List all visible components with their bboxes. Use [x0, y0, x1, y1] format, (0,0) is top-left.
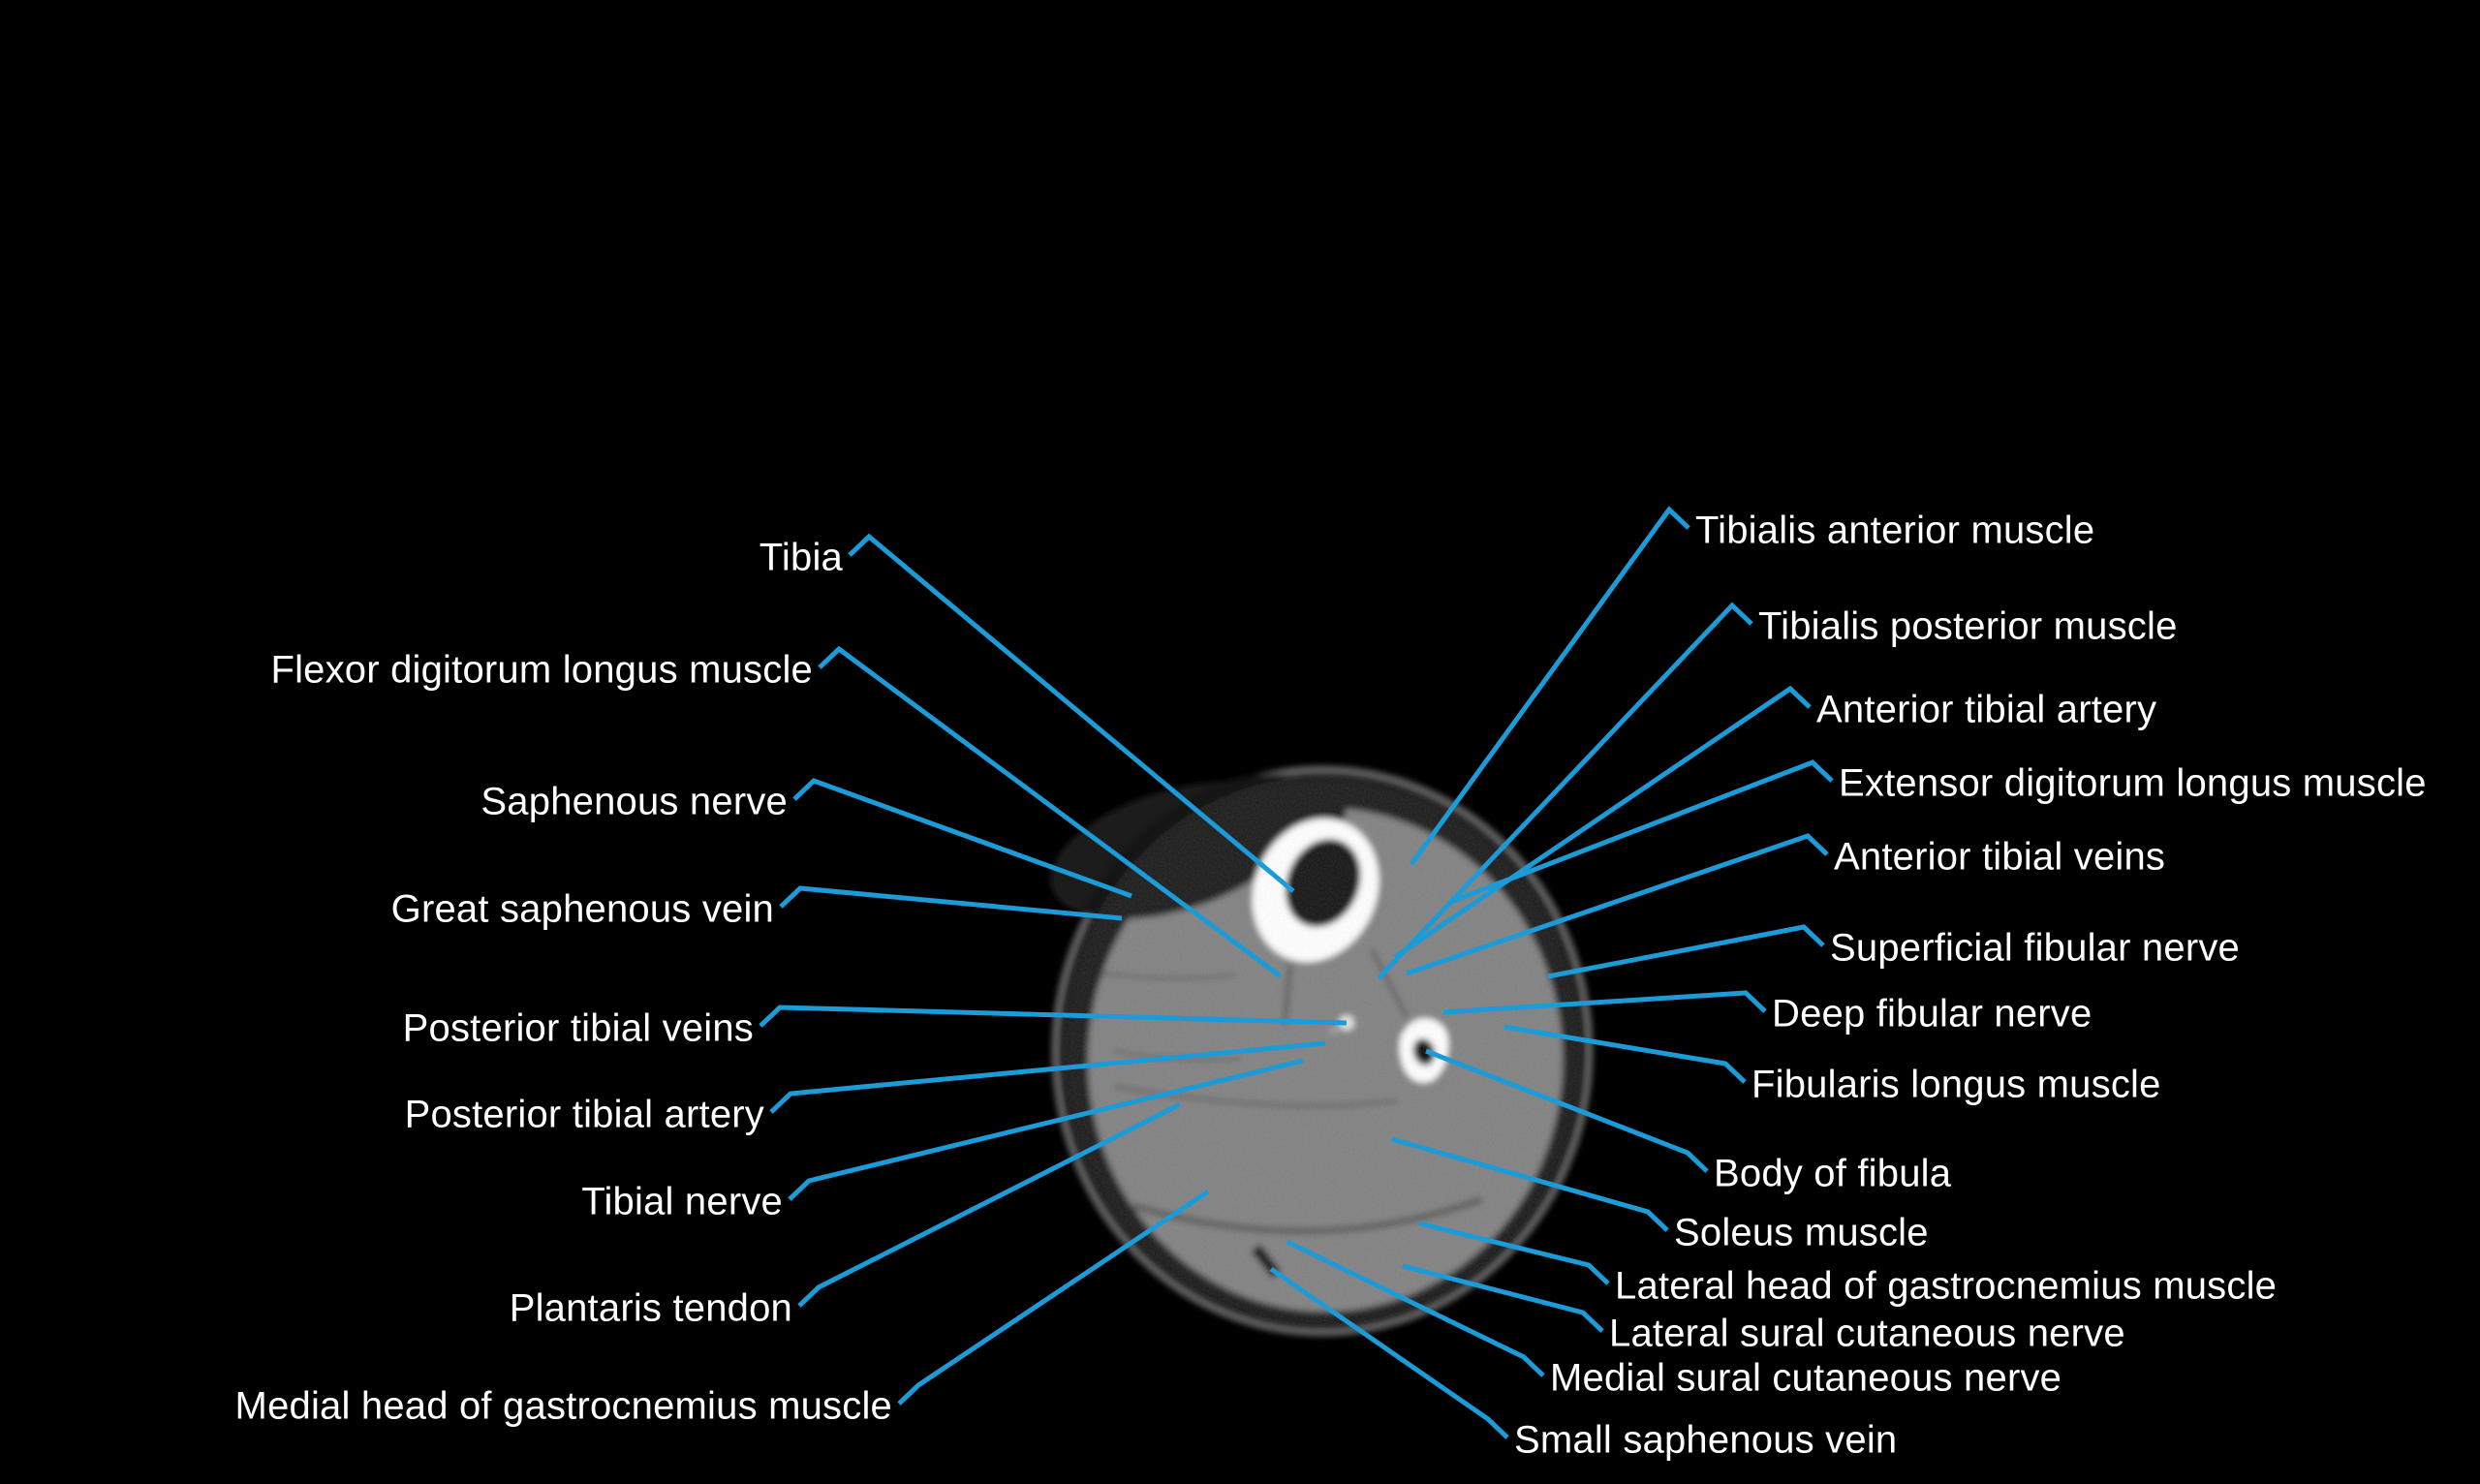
leader-flexor-digitorum-longus-muscle	[818, 645, 1283, 979]
label-text: Great saphenous vein	[390, 887, 774, 931]
leader-saphenous-nerve	[792, 778, 1132, 899]
label-deep-fibular-nerve[interactable]: Deep fibular nerve	[1772, 993, 2092, 1036]
label-posterior-tibial-artery[interactable]: Posterior tibial artery	[405, 1094, 764, 1137]
label-small-saphenous-vein[interactable]: Small saphenous vein	[1514, 1419, 1897, 1463]
label-lateral-sural-cutaneous-nerve[interactable]: Lateral sural cutaneous nerve	[1609, 1313, 2125, 1356]
leader-extensor-digitorum-longus-muscle	[1447, 759, 1834, 906]
label-anterior-tibial-veins[interactable]: Anterior tibial veins	[1834, 836, 2165, 880]
label-text: Body of fibula	[1714, 1152, 1952, 1195]
label-text: Superficial fibular nerve	[1830, 926, 2240, 970]
label-text: Deep fibular nerve	[1772, 992, 2092, 1036]
label-fibularis-longus-muscle[interactable]: Fibularis longus muscle	[1752, 1064, 2161, 1107]
label-medial-sural-cutaneous-nerve[interactable]: Medial sural cutaneous nerve	[1550, 1357, 2062, 1401]
label-text: Extensor digitorum longus muscle	[1839, 761, 2427, 805]
label-text: Tibialis posterior muscle	[1758, 604, 2178, 648]
leader-body-of-fibula	[1425, 1048, 1709, 1173]
label-saphenous-nerve[interactable]: Saphenous nerve	[480, 781, 788, 824]
leader-soleus-muscle	[1391, 1136, 1669, 1232]
label-text: Medial head of gastrocnemius muscle	[234, 1384, 892, 1428]
label-extensor-digitorum-longus-muscle[interactable]: Extensor digitorum longus muscle	[1839, 762, 2427, 806]
label-body-of-fibula[interactable]: Body of fibula	[1714, 1153, 1951, 1196]
label-text: Anterior tibial artery	[1816, 688, 2157, 731]
label-tibia[interactable]: Tibia	[760, 537, 843, 580]
leader-posterior-tibial-artery	[769, 1040, 1326, 1114]
label-text: Plantaris tendon	[509, 1286, 792, 1330]
leader-posterior-tibial-veins	[759, 1005, 1348, 1028]
label-text: Soleus muscle	[1674, 1211, 1929, 1254]
leader-tibia	[848, 533, 1295, 893]
label-text: Anterior tibial veins	[1834, 835, 2166, 879]
label-text: Medial sural cutaneous nerve	[1550, 1356, 2062, 1400]
label-lateral-head-of-gastrocnemius-muscle[interactable]: Lateral head of gastrocnemius muscle	[1615, 1265, 2277, 1309]
label-text: Lateral head of gastrocnemius muscle	[1615, 1264, 2278, 1308]
leader-tibialis-anterior-muscle	[1409, 506, 1690, 866]
label-great-saphenous-vein[interactable]: Great saphenous vein	[391, 888, 774, 932]
leader-tibial-nerve	[788, 1058, 1304, 1201]
label-text: Posterior tibial artery	[404, 1093, 764, 1136]
leader-deep-fibular-nerve	[1442, 990, 1767, 1015]
leader-medial-head-of-gastrocnemius-muscle	[897, 1189, 1210, 1406]
leader-medial-sural-cutaneous-nerve	[1286, 1239, 1545, 1377]
skin-blend-ring	[1050, 764, 1595, 1338]
label-plantaris-tendon[interactable]: Plantaris tendon	[510, 1287, 792, 1331]
leader-lateral-sural-cutaneous-nerve	[1402, 1263, 1604, 1333]
label-text: Posterior tibial veins	[402, 1006, 754, 1050]
label-text: Flexor digitorum longus muscle	[270, 648, 813, 692]
label-text: Tibialis anterior muscle	[1695, 509, 2095, 552]
label-anterior-tibial-artery[interactable]: Anterior tibial artery	[1816, 689, 2156, 732]
label-text: Saphenous nerve	[480, 780, 788, 823]
leader-lines	[759, 506, 1834, 1439]
leader-superficial-fibular-nerve	[1547, 924, 1825, 979]
label-text: Lateral sural cutaneous nerve	[1609, 1312, 2125, 1355]
leader-fibularis-longus-muscle	[1504, 1024, 1747, 1084]
leader-tibialis-posterior-muscle	[1377, 602, 1753, 980]
leader-anterior-tibial-artery	[1393, 685, 1812, 960]
leader-lateral-head-of-gastrocnemius-muscle	[1418, 1221, 1610, 1285]
label-text: Small saphenous vein	[1514, 1418, 1898, 1462]
leader-great-saphenous-vein	[779, 885, 1123, 921]
label-tibialis-anterior-muscle[interactable]: Tibialis anterior muscle	[1695, 510, 2094, 553]
leader-small-saphenous-vein	[1269, 1266, 1509, 1439]
leader-anterior-tibial-veins	[1406, 833, 1829, 976]
label-superficial-fibular-nerve[interactable]: Superficial fibular nerve	[1830, 927, 2240, 971]
label-medial-head-of-gastrocnemius-muscle[interactable]: Medial head of gastrocnemius muscle	[235, 1385, 892, 1429]
label-tibial-nerve[interactable]: Tibial nerve	[581, 1181, 783, 1224]
label-text: Tibial nerve	[581, 1180, 783, 1223]
label-posterior-tibial-veins[interactable]: Posterior tibial veins	[403, 1007, 754, 1051]
label-soleus-muscle[interactable]: Soleus muscle	[1674, 1212, 1929, 1255]
leader-plantaris-tendon	[797, 1101, 1182, 1308]
label-tibialis-posterior-muscle[interactable]: Tibialis posterior muscle	[1758, 605, 2178, 649]
label-flexor-digitorum-longus-muscle[interactable]: Flexor digitorum longus muscle	[270, 649, 813, 693]
label-text: Fibularis longus muscle	[1752, 1063, 2161, 1106]
label-text: Tibia	[759, 536, 843, 579]
